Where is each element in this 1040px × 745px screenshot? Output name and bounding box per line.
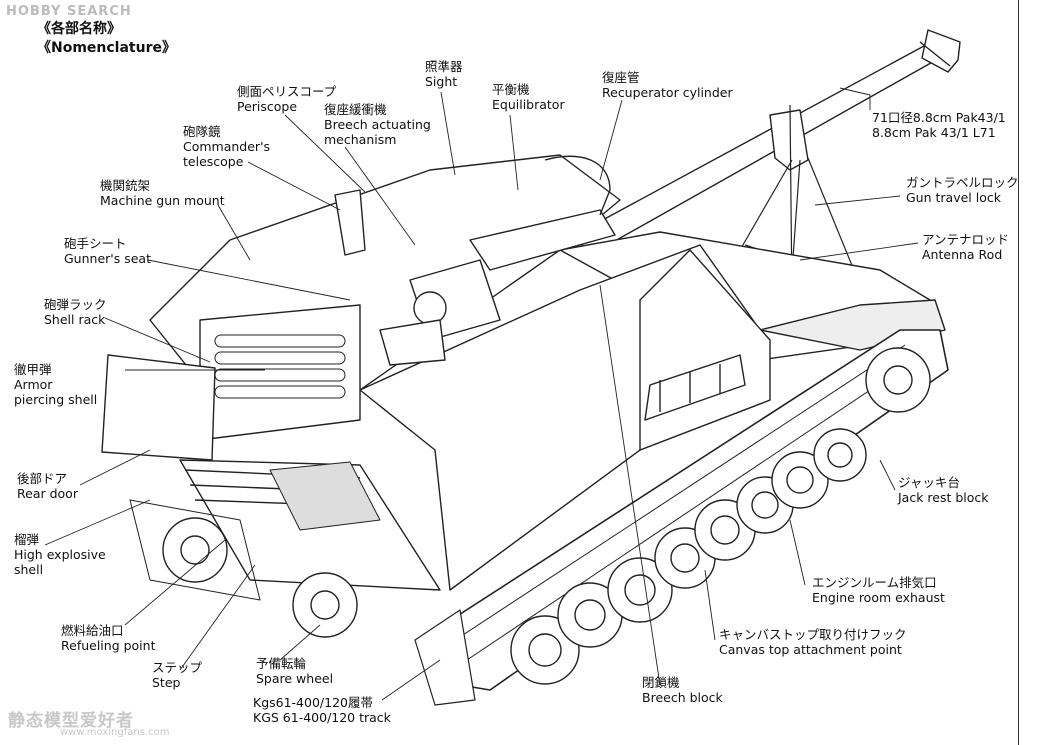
title-jp: 《各部名称》	[37, 21, 121, 37]
moxingfans-logo: 静态模型爱好者	[8, 711, 134, 731]
rear-door-art	[101, 354, 216, 461]
hobby-search-logo: HOBBY SEARCH	[6, 4, 132, 19]
rear-idler	[162, 517, 228, 583]
title-en: 《Nomenclature》	[37, 40, 176, 56]
diagram-title: 《各部名称》 《Nomenclature》	[37, 20, 176, 58]
breech-assembly	[334, 155, 616, 366]
track-links	[439, 344, 916, 669]
shell-rack-art	[199, 304, 361, 441]
gun-shield	[359, 244, 771, 591]
moxingfans-url: www.moxingfans.com	[60, 727, 170, 738]
page-edge-line	[1018, 0, 1019, 745]
spare-wheel-art	[292, 572, 358, 638]
leader-lines	[44, 87, 919, 701]
gun-barrel	[574, 29, 961, 256]
road-wheels	[510, 347, 931, 685]
